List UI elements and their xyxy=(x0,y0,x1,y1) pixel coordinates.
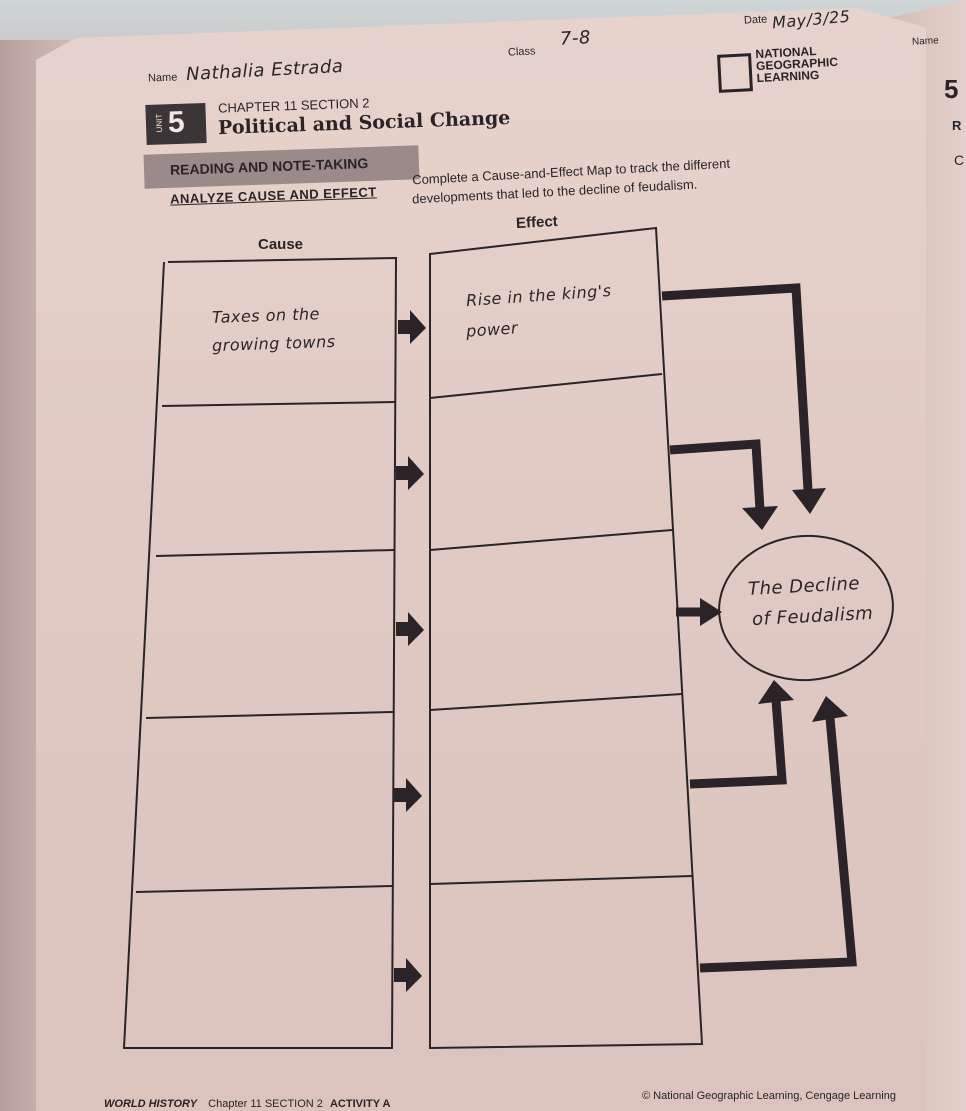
worksheet-page xyxy=(36,8,926,1111)
arrowhead-row-1 xyxy=(792,488,826,514)
arrow-row-4 xyxy=(394,778,422,812)
footer-book-title: WORLD HISTORY xyxy=(104,1098,198,1110)
cause-row-1-line-1: Taxes on the xyxy=(211,304,321,327)
connector-row-5 xyxy=(699,717,857,973)
arrow-row-1 xyxy=(398,310,426,344)
arrowhead-row-2 xyxy=(742,506,778,530)
right-page-unit-number: 5 xyxy=(944,74,959,104)
cause-column-outline xyxy=(122,256,398,1049)
arrow-row-2 xyxy=(396,456,424,490)
effect-divider-2 xyxy=(429,529,673,551)
footer-chapter: Chapter 11 SECTION 2 xyxy=(208,1098,323,1110)
cause-divider-3 xyxy=(145,711,394,719)
effect-row-1-line-2: power xyxy=(465,318,519,341)
arrow-row-5 xyxy=(394,958,422,992)
effect-divider-1 xyxy=(429,373,663,399)
arrowhead-row-3 xyxy=(700,598,722,626)
effect-divider-3 xyxy=(429,693,683,711)
cause-divider-2 xyxy=(155,549,395,557)
connector-row-2 xyxy=(669,439,765,511)
effect-column-outline xyxy=(429,226,704,1050)
cause-divider-1 xyxy=(161,401,396,407)
arrowhead-row-5 xyxy=(812,696,848,722)
arrowhead-row-4 xyxy=(758,680,794,704)
right-page-letter-r: R xyxy=(952,118,962,133)
connector-row-1 xyxy=(661,283,813,491)
cause-column-header: Cause xyxy=(258,236,304,253)
right-page-letter-c: C xyxy=(954,152,965,168)
effect-divider-4 xyxy=(429,875,693,885)
arrow-row-3 xyxy=(396,612,424,646)
footer-left: WORLD HISTORY Chapter 11 SECTION 2 ACTIV… xyxy=(104,1098,390,1110)
cause-divider-4 xyxy=(135,885,393,893)
footer-activity: ACTIVITY A xyxy=(329,1098,391,1110)
connector-row-4 xyxy=(689,699,787,789)
footer-copyright: © National Geographic Learning, Cengage … xyxy=(642,1090,896,1102)
